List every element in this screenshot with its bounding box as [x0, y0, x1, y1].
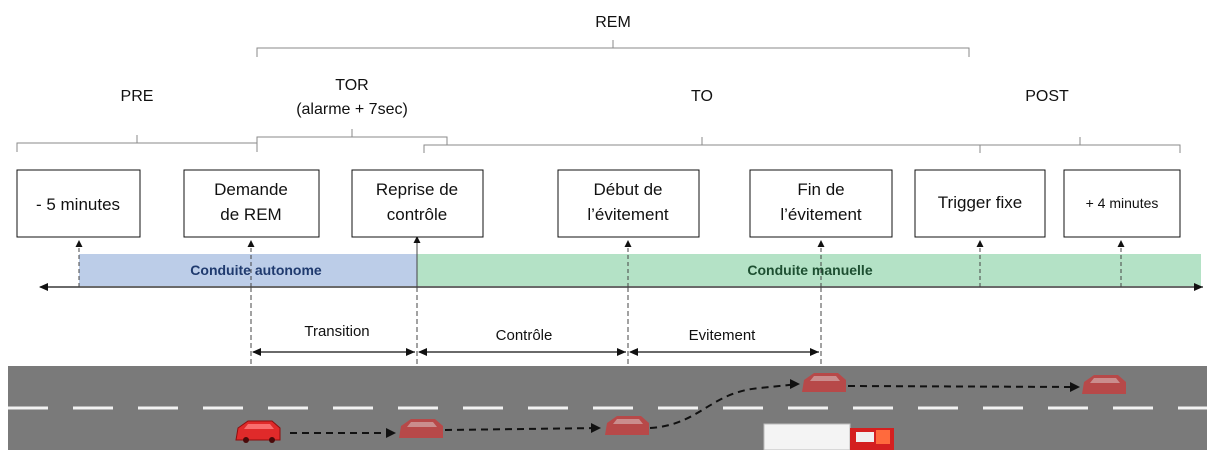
interval-labels: Transition Contrôle Evitement	[304, 323, 756, 344]
vehicle-trajectory	[290, 383, 1079, 434]
event-box-fin-evitement	[749, 169, 893, 238]
phase-label-tor: TOR	[335, 77, 368, 94]
interval-label-transition: Transition	[304, 323, 369, 340]
tor-bracket	[256, 129, 448, 145]
event-box-debut-evitement	[557, 169, 700, 238]
phase-label-pre: PRE	[121, 88, 154, 105]
trajectory-arrowhead-4	[1070, 382, 1080, 392]
phase-label-post: POST	[1025, 88, 1069, 105]
event-label-trigger-fixe: Trigger fixe	[938, 193, 1022, 212]
car-ghost-icon	[605, 416, 649, 435]
event-box-minus-5	[16, 169, 141, 238]
road-scene	[8, 366, 1207, 450]
event-label-demande-rem-2: de REM	[220, 205, 281, 224]
event-label-reprise-2: contrôle	[387, 205, 447, 224]
trajectory-arrowhead-1	[386, 428, 396, 438]
phase-labels: REM PRE TOR (alarme + 7sec) TO POST	[121, 14, 1069, 118]
event-box-trigger-fixe	[914, 169, 1046, 238]
band-label-manual: Conduite manuelle	[747, 262, 872, 278]
car-ghost-icon	[1082, 375, 1126, 394]
event-label-fin-evitement-2: l’évitement	[780, 205, 862, 224]
band-manual	[417, 254, 1201, 286]
event-box-plus-4	[1063, 169, 1181, 238]
phase-label-rem: REM	[595, 14, 631, 31]
interval-label-controle: Contrôle	[496, 327, 553, 344]
event-label-demande-rem-1: Demande	[214, 180, 288, 199]
car-ghost-icon	[802, 373, 846, 392]
trajectory-arrowhead-3	[790, 379, 800, 389]
event-box-reprise	[351, 169, 484, 238]
event-pointers	[75, 236, 1125, 287]
band-label-autonomous: Conduite autonome	[190, 262, 322, 278]
car-icon	[235, 420, 281, 443]
car-ghost-icon	[399, 419, 443, 438]
phase-label-tor-detail: (alarme + 7sec)	[296, 101, 408, 118]
trajectory-arrowhead-2	[591, 423, 601, 433]
to-bracket	[423, 137, 981, 153]
rem-bracket	[256, 40, 970, 57]
event-box-demande-rem	[183, 169, 320, 238]
interval-guides	[250, 287, 822, 366]
truck-icon	[763, 423, 894, 450]
event-label-fin-evitement-1: Fin de	[797, 180, 844, 199]
pre-bracket	[16, 135, 258, 152]
event-label-debut-evitement-1: Début de	[594, 180, 663, 199]
event-labels: - 5 minutes Demande de REM Reprise de co…	[36, 180, 1158, 224]
event-label-minus-5: - 5 minutes	[36, 195, 120, 214]
event-label-plus-4: + 4 minutes	[1086, 195, 1159, 211]
event-label-debut-evitement-2: l’évitement	[587, 205, 669, 224]
phase-label-to: TO	[691, 88, 713, 105]
post-bracket	[979, 137, 1181, 153]
interval-label-evitement: Evitement	[689, 327, 757, 344]
event-label-reprise-1: Reprise de	[376, 180, 458, 199]
band-autonomous	[79, 254, 417, 286]
event-boxes	[16, 169, 1181, 238]
phase-brackets	[16, 40, 1181, 153]
